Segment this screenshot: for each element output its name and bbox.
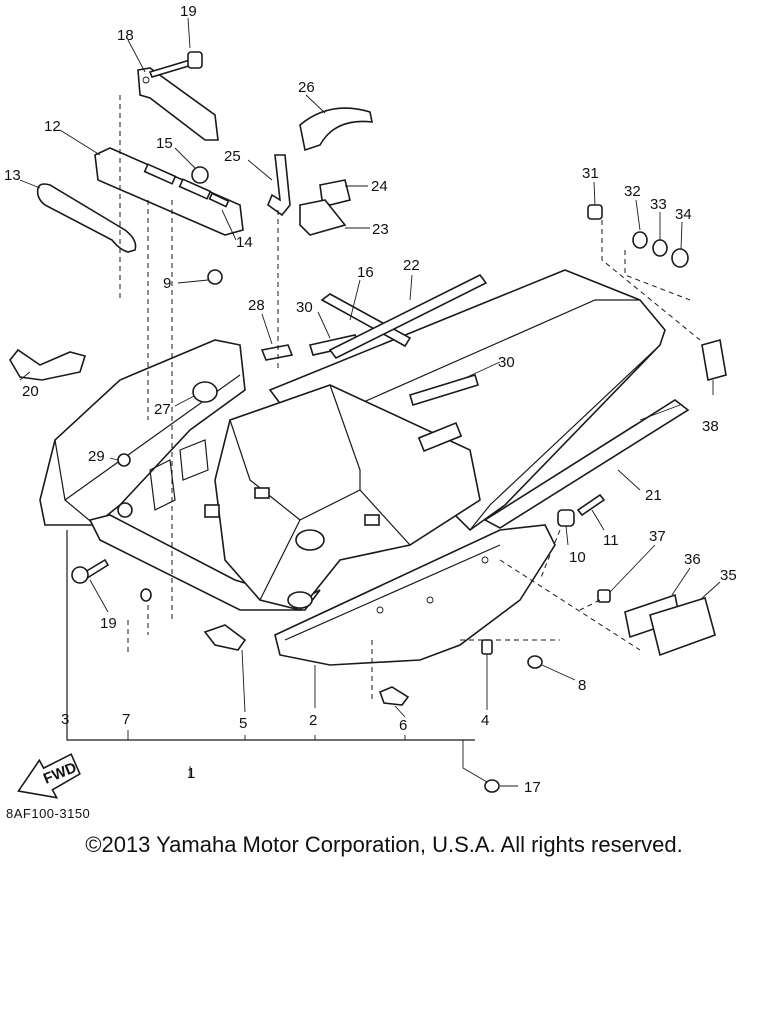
copyright-notice: ©2013 Yamaha Motor Corporation, U.S.A. A… <box>85 832 683 857</box>
callout: 10 <box>569 549 586 566</box>
callout: 15 <box>156 135 173 152</box>
callout: 35 <box>720 567 737 584</box>
side-cover <box>274 524 556 666</box>
callout: 33 <box>650 196 667 213</box>
callout: 1 <box>187 765 195 782</box>
callout: 36 <box>684 551 701 568</box>
callout: 2 <box>309 712 317 729</box>
callout: 26 <box>298 79 315 96</box>
callout: 27 <box>154 401 171 418</box>
figure-code: 8AF100-3150 <box>6 806 91 821</box>
bracket-part <box>137 67 219 141</box>
callout: 30 <box>498 354 515 371</box>
hardware-set <box>587 204 689 268</box>
callout: 38 <box>702 418 719 435</box>
callout: 8 <box>578 677 586 694</box>
callout: 21 <box>645 487 662 504</box>
callout: 5 <box>239 715 247 732</box>
callout: 30 <box>296 299 313 316</box>
callout: 3 <box>61 711 69 728</box>
handle-part <box>36 183 137 253</box>
callout: 7 <box>122 711 130 728</box>
callout: 13 <box>4 167 21 184</box>
fwd-arrow-icon: FWD <box>17 753 81 799</box>
callout: 31 <box>582 165 599 182</box>
exploded-parts-diagram: FWD 19 18 12 15 13 14 25 26 24 23 9 28 3… <box>4 3 737 799</box>
callout: 37 <box>649 528 666 545</box>
callout: 34 <box>675 206 692 223</box>
callout: 18 <box>117 27 134 44</box>
callout: 6 <box>399 717 407 734</box>
callout-labels: 19 18 12 15 13 14 25 26 24 23 9 28 30 16… <box>4 3 737 796</box>
callout: 28 <box>248 297 265 314</box>
callout: 14 <box>236 234 253 251</box>
callout: 19 <box>100 615 117 632</box>
callout: 16 <box>357 264 374 281</box>
callout: 4 <box>481 712 489 729</box>
callout: 11 <box>603 532 619 549</box>
callout: 29 <box>88 448 105 465</box>
callout: 32 <box>624 183 641 200</box>
callout: 20 <box>22 383 39 400</box>
leader-lines <box>19 17 721 787</box>
callout: 23 <box>372 221 389 238</box>
callout: 12 <box>44 118 61 135</box>
callout: 9 <box>163 275 171 292</box>
main-frame <box>39 269 690 611</box>
bolt-part <box>148 51 203 78</box>
plate-part <box>94 147 244 236</box>
callout: 19 <box>180 3 197 20</box>
callout: 25 <box>224 148 241 165</box>
callout: 24 <box>371 178 388 195</box>
callout: 22 <box>403 257 420 274</box>
callout: 17 <box>524 779 541 796</box>
